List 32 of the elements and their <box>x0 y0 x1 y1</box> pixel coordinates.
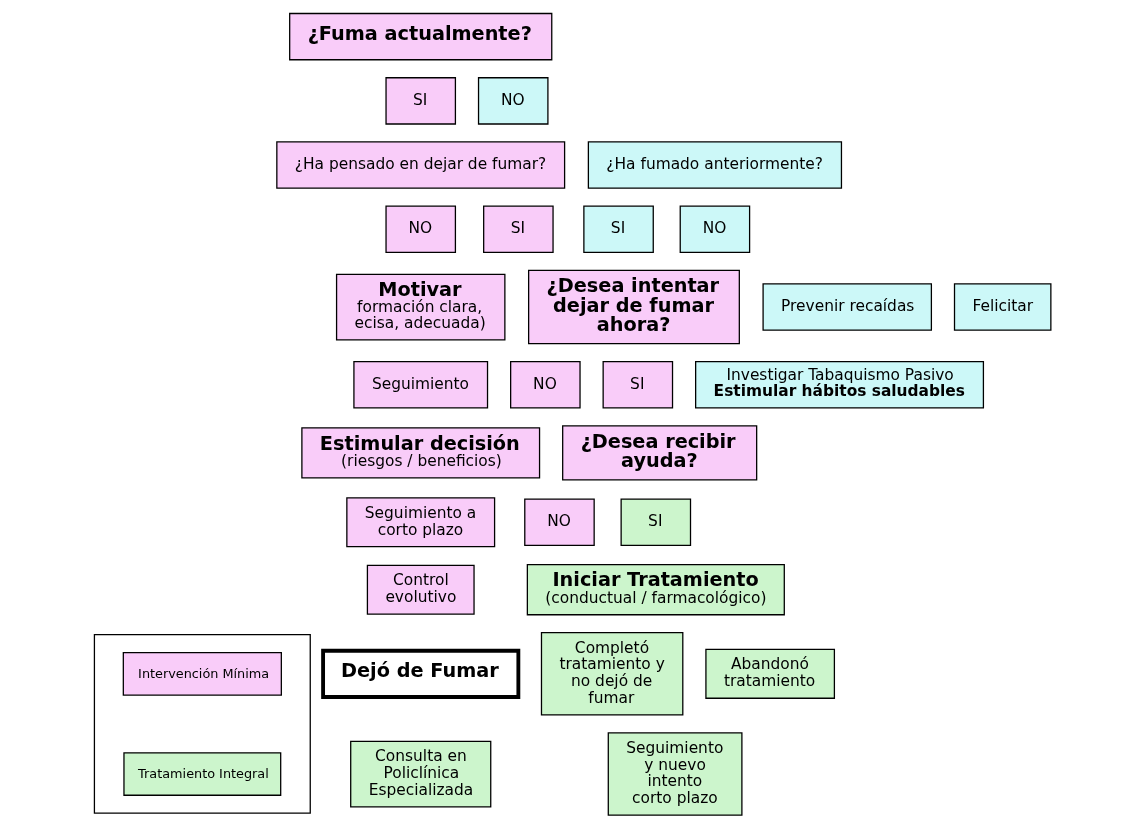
node-box: Consulta en Policlínica Especializada <box>349 740 491 808</box>
legend-label: Intervención Mínima <box>137 665 269 681</box>
node-box: ¿Ha fumado anteriormente? <box>587 141 842 189</box>
node-box: Iniciar Tratamiento (conductual / farmacológico) <box>526 564 785 616</box>
node-box: Investigar Tabaquismo Pasivo Estimular hábitos saludables <box>694 361 984 409</box>
node-box: NO <box>477 77 549 125</box>
node-box: Abandonó tratamiento <box>704 648 835 699</box>
node-box: SI <box>482 205 554 254</box>
node-box <box>93 634 311 814</box>
node-box: Completó tratamiento y no dejó de fumar <box>540 632 683 716</box>
node-box: Seguimiento <box>352 361 488 409</box>
node-box: Control evolutivo <box>366 564 475 615</box>
node-box: Seguimiento y nuevo intento corto plazo <box>607 732 743 816</box>
legend-label: Tratamiento Integral <box>137 765 269 781</box>
node-box: ¿Ha pensado en dejar de fumar? <box>275 141 565 189</box>
node-box: Motivar formación clara, ecisa, adecuada) <box>335 273 505 341</box>
node-box: NO <box>679 205 750 254</box>
node-box: Felicitar <box>953 283 1051 331</box>
node-box: ¿Desea recibir ayuda? <box>561 425 757 481</box>
node-box: Dejó de Fumar <box>320 648 520 699</box>
node-box: SI <box>384 77 456 125</box>
node-box: SI <box>620 498 691 546</box>
node-box: SI <box>602 361 673 409</box>
node-box: Estimular decisión (riesgos / beneficios) <box>300 427 540 479</box>
node-box: NO <box>509 361 581 409</box>
node-box: Seguimiento a corto plazo <box>345 497 495 548</box>
node-box: ¿Desea intentar dejar de fumar ahora? <box>527 269 740 345</box>
node-box: Prevenir recaídas <box>761 283 932 331</box>
node-box: NO <box>523 498 595 546</box>
node-box: SI <box>582 205 654 254</box>
node-box: ¿Fuma actualmente? <box>288 12 552 61</box>
node-box: NO <box>384 205 456 254</box>
